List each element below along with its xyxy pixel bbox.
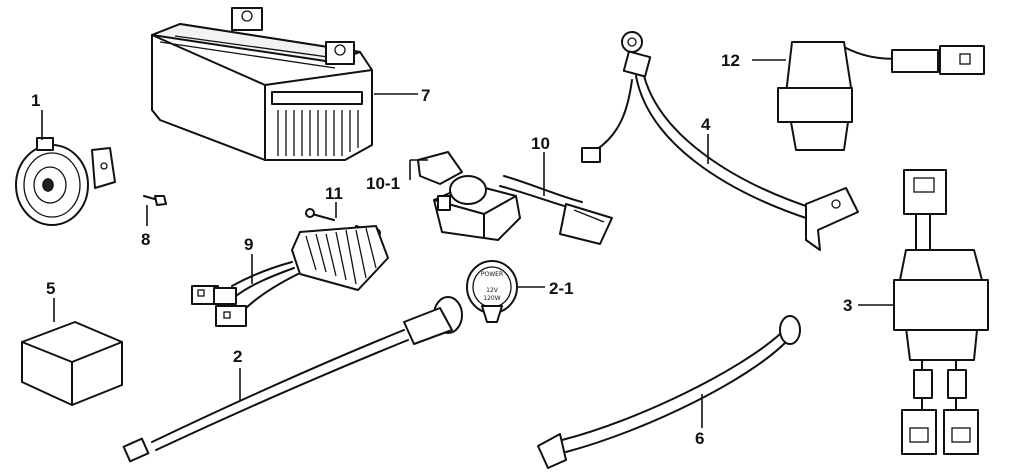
label-part-5: 5: [46, 279, 55, 298]
starter-cable: [581, 31, 859, 251]
battery-terminal-positive: [231, 7, 263, 31]
relay-3: [893, 169, 989, 455]
socket-wattage-text: 120W: [483, 295, 500, 302]
regulator-fins: [305, 227, 377, 285]
socket-voltage-text: 12V: [486, 287, 499, 294]
label-part-6: 6: [695, 429, 704, 448]
horn: [15, 137, 116, 226]
regulator-connector-b: [215, 305, 247, 327]
socket-ring-text: POWER: [481, 271, 503, 278]
battery: [151, 7, 373, 161]
regulator: [191, 225, 389, 327]
label-part-12: 12: [721, 51, 740, 70]
label-part-11: 11: [325, 184, 343, 203]
bolt: [143, 195, 167, 206]
label-part-4: 4: [701, 115, 711, 134]
socket-cable: [122, 296, 463, 463]
label-part-9: 9: [244, 235, 253, 254]
leader-lines: [41, 59, 894, 428]
label-part-3: 3: [843, 296, 852, 315]
power-socket: POWER 12V 120W: [466, 260, 518, 323]
label-part-10: 10: [531, 134, 550, 153]
relay-3-bottom-connector-left: [901, 409, 937, 455]
label-part-2: 2: [233, 347, 242, 366]
battery-vent-ribs: [277, 110, 359, 156]
relay-3-bottom-connector-right: [943, 409, 979, 455]
part-labels: 1 8 7 5 2 9 11 10-1 10 2-1 4 12 3 6: [31, 51, 852, 448]
relay-12: [777, 41, 985, 151]
starter-relay: [417, 151, 613, 245]
battery-terminal-negative: [325, 41, 355, 65]
battery-cable: [537, 315, 801, 469]
module-box: [21, 321, 123, 406]
label-part-8: 8: [141, 230, 150, 249]
label-part-7: 7: [421, 86, 430, 105]
label-part-1: 1: [31, 91, 40, 110]
label-part-10-1: 10-1: [366, 174, 400, 193]
label-part-2-1: 2-1: [549, 279, 574, 298]
